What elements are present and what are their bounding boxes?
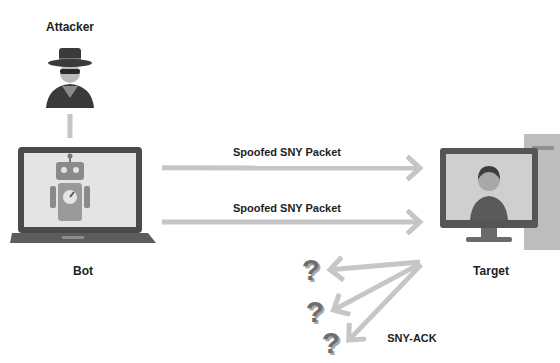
monitor-frame [440,148,538,228]
robot-head [56,162,84,180]
robot-dial-needle [70,192,74,197]
edge-label: SNY-ACK [385,332,439,345]
monitor-neck [481,228,497,237]
question-mark: ? [302,254,320,286]
laptop-base [10,233,156,243]
link-line [67,114,72,138]
question-node: ? [296,252,326,288]
node-label: Attacker [46,20,94,34]
node-label: Bot [73,264,93,278]
robot-body [58,183,82,221]
laptop-touchpad [62,236,84,239]
question-mark: ? [322,327,340,359]
robot-eye [61,167,67,173]
robot-arm [84,186,90,208]
user-hair [478,166,500,180]
device-node: Target [424,130,558,278]
robot-arm [50,186,56,208]
robot-antenna-tip [68,154,73,159]
packet-arrow [162,165,420,170]
laptop-screen [24,153,136,227]
attacker-coat [46,84,94,108]
edge-label: Spoofed SNY Packet [231,146,343,159]
packet-arrow [349,265,421,341]
packet-arrow [334,264,421,311]
packet-arrow [162,219,420,224]
node-label: Target [473,264,509,278]
edge-label: Spoofed SNY Packet [231,202,343,215]
device-node: Bot [8,142,158,278]
question-node: ? [316,326,346,360]
robot-eye [73,167,79,173]
question-mark: ? [306,296,324,328]
monitor-foot [466,237,512,242]
attacker-glasses [60,69,80,74]
user-body [470,196,508,220]
question-node: ? [300,294,330,330]
device-node: Attacker [38,20,102,110]
attacker-collar [62,86,78,98]
laptop-frame [18,147,142,233]
attacker-hat-brim [48,59,92,67]
robot-dial [63,190,77,204]
monitor-screen [446,154,532,220]
